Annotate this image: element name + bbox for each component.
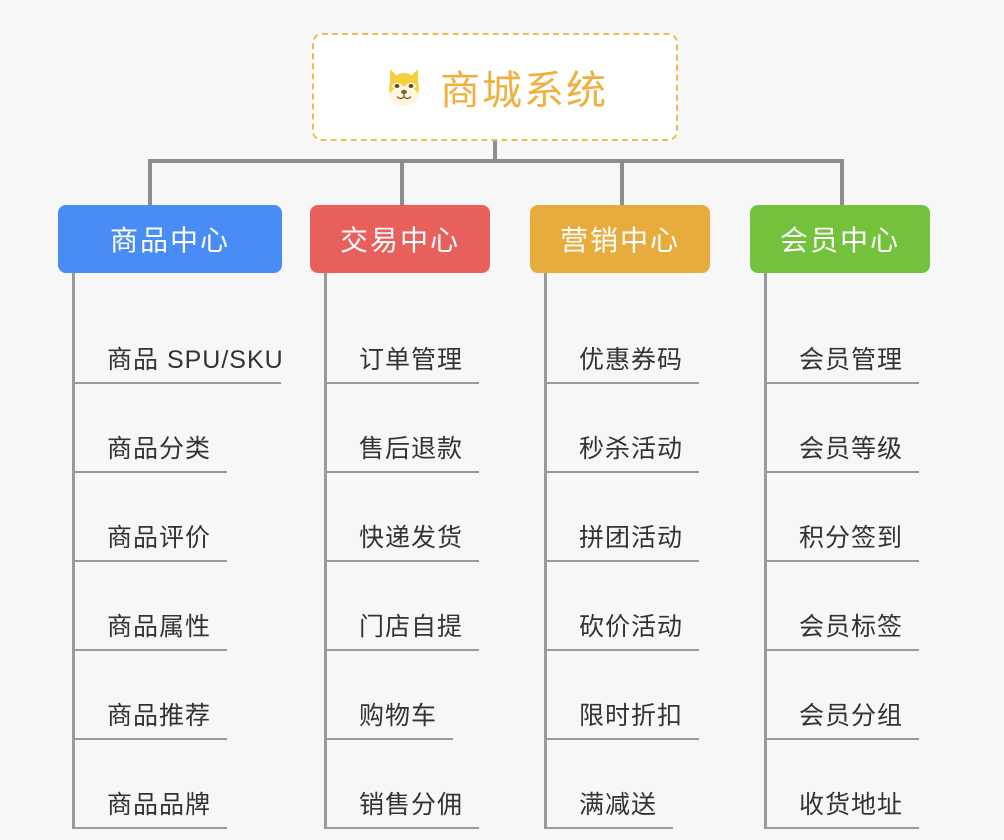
leaf-item[interactable]: 满减送 <box>547 740 673 829</box>
leaf-label: 秒杀活动 <box>579 435 684 463</box>
category-title-3: 营销中心 <box>559 225 680 256</box>
root-title: 商城系统 <box>440 69 608 113</box>
leaf-label: 商品属性 <box>107 613 212 641</box>
leaf-list-3: 优惠券码 秒杀活动 拼团活动 砍价活动 限时折扣 满减送 <box>544 273 754 829</box>
leaf-label: 积分签到 <box>799 524 904 552</box>
leaf-label: 满减送 <box>579 791 658 819</box>
category-header-2[interactable]: 交易中心 <box>310 205 490 273</box>
root-node[interactable]: 商城系统 <box>312 33 678 141</box>
leaf-item[interactable]: 商品属性 <box>75 562 227 651</box>
leaf-item[interactable]: 会员管理 <box>767 295 919 384</box>
leaf-label: 收货地址 <box>799 791 904 819</box>
leaf-label: 会员管理 <box>799 346 904 374</box>
leaf-label: 订单管理 <box>359 346 464 374</box>
leaf-item[interactable]: 秒杀活动 <box>547 384 699 473</box>
leaf-label: 商品评价 <box>107 524 212 552</box>
leaf-item[interactable]: 会员标签 <box>767 562 919 651</box>
leaf-list-4: 会员管理 会员等级 积分签到 会员标签 会员分组 收货地址 <box>764 273 974 829</box>
category-header-4[interactable]: 会员中心 <box>750 205 930 273</box>
leaf-list-2: 订单管理 售后退款 快递发货 门店自提 购物车 销售分佣 <box>324 273 534 829</box>
leaf-label: 商品品牌 <box>107 791 212 819</box>
leaf-label: 售后退款 <box>359 435 464 463</box>
leaf-label: 商品分类 <box>107 435 212 463</box>
leaf-list-1: 商品 SPU/SKU 商品分类 商品评价 商品属性 商品推荐 商品品牌 <box>72 273 284 829</box>
leaf-label: 商品 SPU/SKU <box>107 346 284 374</box>
leaf-item[interactable]: 售后退款 <box>327 384 479 473</box>
leaf-item[interactable]: 会员分组 <box>767 651 919 740</box>
leaf-label: 购物车 <box>359 702 438 730</box>
leaf-label: 快递发货 <box>359 524 464 552</box>
leaf-label: 销售分佣 <box>359 791 464 819</box>
leaf-item[interactable]: 订单管理 <box>327 295 479 384</box>
branch-column-4: 会员中心 会员管理 会员等级 积分签到 会员标签 会员分组 收货地址 <box>750 205 974 829</box>
leaf-item[interactable]: 商品品牌 <box>75 740 227 829</box>
leaf-item[interactable]: 积分签到 <box>767 473 919 562</box>
leaf-item[interactable]: 砍价活动 <box>547 562 699 651</box>
leaf-label: 拼团活动 <box>579 524 684 552</box>
category-title-2: 交易中心 <box>339 225 460 256</box>
leaf-item[interactable]: 会员等级 <box>767 384 919 473</box>
connector-drop-2 <box>400 159 404 205</box>
leaf-item[interactable]: 限时折扣 <box>547 651 699 740</box>
leaf-item[interactable]: 销售分佣 <box>327 740 479 829</box>
leaf-item[interactable]: 商品评价 <box>75 473 227 562</box>
leaf-label: 优惠券码 <box>579 346 684 374</box>
leaf-label: 会员等级 <box>799 435 904 463</box>
leaf-label: 限时折扣 <box>579 702 684 730</box>
branch-column-1: 商品中心 商品 SPU/SKU 商品分类 商品评价 商品属性 商品推荐 商品品牌 <box>58 205 284 829</box>
leaf-label: 会员分组 <box>799 702 904 730</box>
connector-root-stem <box>493 141 497 162</box>
leaf-label: 门店自提 <box>359 613 464 641</box>
category-title-4: 会员中心 <box>779 225 900 256</box>
shiba-dog-face-icon <box>382 65 426 109</box>
leaf-item[interactable]: 门店自提 <box>327 562 479 651</box>
category-header-1[interactable]: 商品中心 <box>58 205 282 273</box>
category-title-1: 商品中心 <box>109 225 230 256</box>
leaf-item[interactable]: 快递发货 <box>327 473 479 562</box>
leaf-label: 会员标签 <box>799 613 904 641</box>
leaf-label: 商品推荐 <box>107 702 212 730</box>
connector-drop-3 <box>620 159 624 205</box>
branch-column-3: 营销中心 优惠券码 秒杀活动 拼团活动 砍价活动 限时折扣 满减送 <box>530 205 754 829</box>
connector-drop-1 <box>148 159 152 205</box>
leaf-item[interactable]: 商品分类 <box>75 384 227 473</box>
category-header-3[interactable]: 营销中心 <box>530 205 710 273</box>
leaf-item[interactable]: 收货地址 <box>767 740 919 829</box>
connector-drop-4 <box>840 159 844 205</box>
branch-column-2: 交易中心 订单管理 售后退款 快递发货 门店自提 购物车 销售分佣 <box>310 205 534 829</box>
leaf-item[interactable]: 商品 SPU/SKU <box>75 295 284 384</box>
leaf-label: 砍价活动 <box>579 613 684 641</box>
leaf-item[interactable]: 优惠券码 <box>547 295 699 384</box>
connector-bus <box>148 159 844 163</box>
leaf-item[interactable]: 商品推荐 <box>75 651 227 740</box>
leaf-item[interactable]: 购物车 <box>327 651 453 740</box>
leaf-item[interactable]: 拼团活动 <box>547 473 699 562</box>
